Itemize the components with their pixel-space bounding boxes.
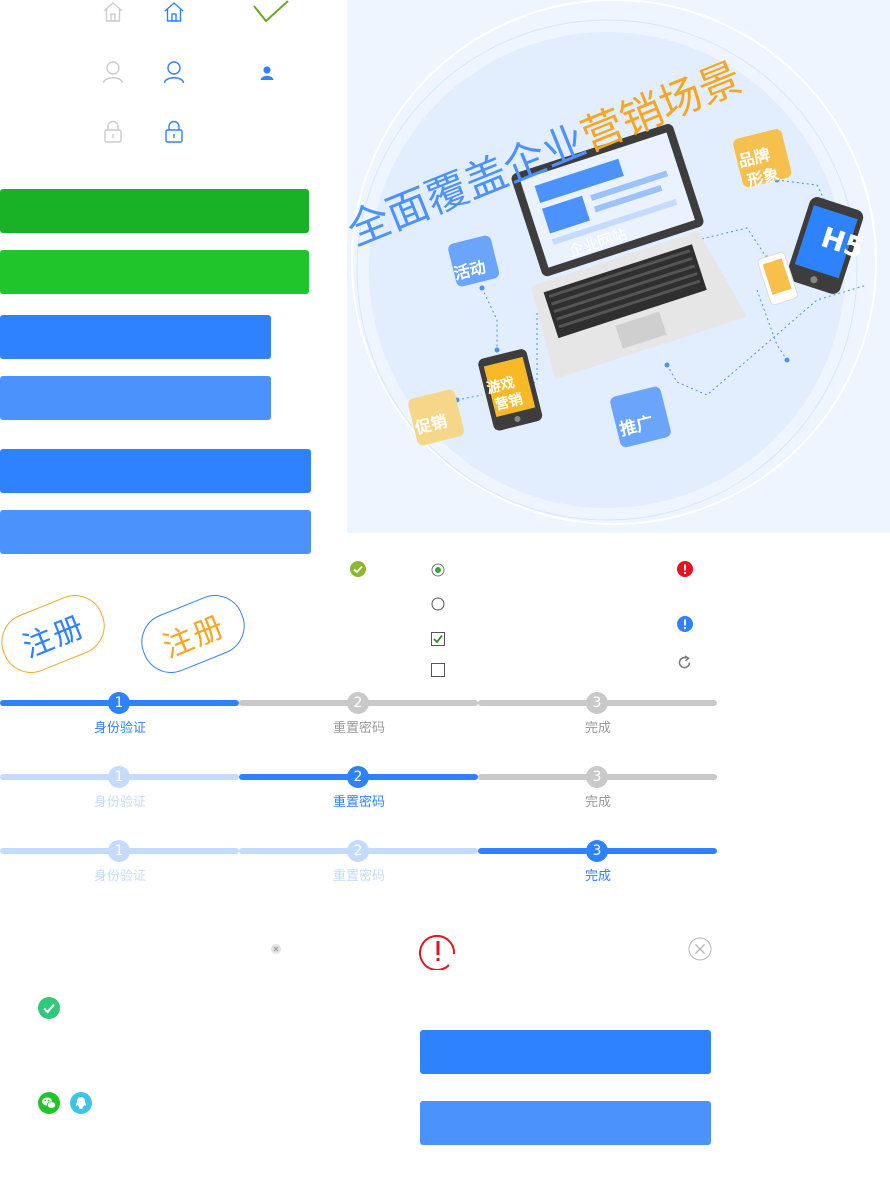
hero-game-line2: 营销 xyxy=(493,390,524,413)
step-label: 完成 xyxy=(584,795,611,810)
refresh-icon[interactable] xyxy=(677,655,692,674)
submit-button-hover[interactable] xyxy=(420,1101,711,1145)
step-number: 2 xyxy=(347,766,369,788)
step-number: 2 xyxy=(347,692,369,714)
alert-circle-icon xyxy=(419,932,457,974)
hero-illustration: 企业网站 H5 游戏 营销 活动 品牌 形象 促销 推广 xyxy=(347,0,890,533)
radio-checked-icon[interactable] xyxy=(431,562,445,581)
checkbox-checked-icon[interactable] xyxy=(431,631,445,650)
home-icon xyxy=(102,1,124,27)
step-number: 3 xyxy=(586,766,608,788)
step-number: 3 xyxy=(586,692,608,714)
user-icon-filled xyxy=(260,65,274,84)
step-label: 重置密码 xyxy=(332,869,385,884)
register-stamp-orange: 注册 xyxy=(132,586,254,682)
qq-icon[interactable] xyxy=(70,1092,92,1118)
user-icon xyxy=(102,60,124,88)
primary-blue-button[interactable] xyxy=(0,315,271,359)
primary-blue-button-hover[interactable] xyxy=(0,376,271,420)
step-number: 3 xyxy=(586,840,608,862)
step-label: 重置密码 xyxy=(332,795,385,810)
radio-unchecked-icon[interactable] xyxy=(431,596,445,615)
lock-icon xyxy=(164,120,184,148)
hero-game-line1: 游戏 xyxy=(485,374,516,397)
success-check-icon xyxy=(350,561,366,581)
info-icon xyxy=(677,616,693,636)
step-label: 完成 xyxy=(584,721,611,736)
wide-blue-button[interactable] xyxy=(0,449,311,493)
error-icon xyxy=(677,561,693,581)
step-number: 1 xyxy=(108,840,130,862)
step-label: 身份验证 xyxy=(93,869,146,884)
step-label: 重置密码 xyxy=(332,721,385,736)
submit-button[interactable] xyxy=(420,1030,711,1074)
step-label: 身份验证 xyxy=(93,721,146,736)
step-label: 完成 xyxy=(584,869,611,884)
close-circle-icon[interactable] xyxy=(688,937,712,965)
user-icon xyxy=(163,60,185,88)
register-stamp-blue: 注册 xyxy=(0,586,114,682)
lock-icon xyxy=(103,120,123,148)
step-number: 2 xyxy=(347,840,369,862)
checkbox-unchecked-icon[interactable] xyxy=(431,662,445,681)
home-icon xyxy=(163,1,185,27)
wechat-icon[interactable] xyxy=(38,1092,60,1118)
checkmark-icon xyxy=(252,0,290,28)
step-number: 1 xyxy=(108,692,130,714)
primary-green-button-dark[interactable] xyxy=(0,189,309,233)
step-label: 身份验证 xyxy=(93,795,146,810)
register-stamp-orange-text: 注册 xyxy=(158,609,231,666)
wide-blue-button-hover[interactable] xyxy=(0,510,311,554)
clear-icon[interactable] xyxy=(271,939,281,958)
register-stamp-blue-text: 注册 xyxy=(18,609,91,666)
step-number: 1 xyxy=(108,766,130,788)
primary-green-button[interactable] xyxy=(0,250,309,294)
success-check-icon xyxy=(38,997,60,1023)
